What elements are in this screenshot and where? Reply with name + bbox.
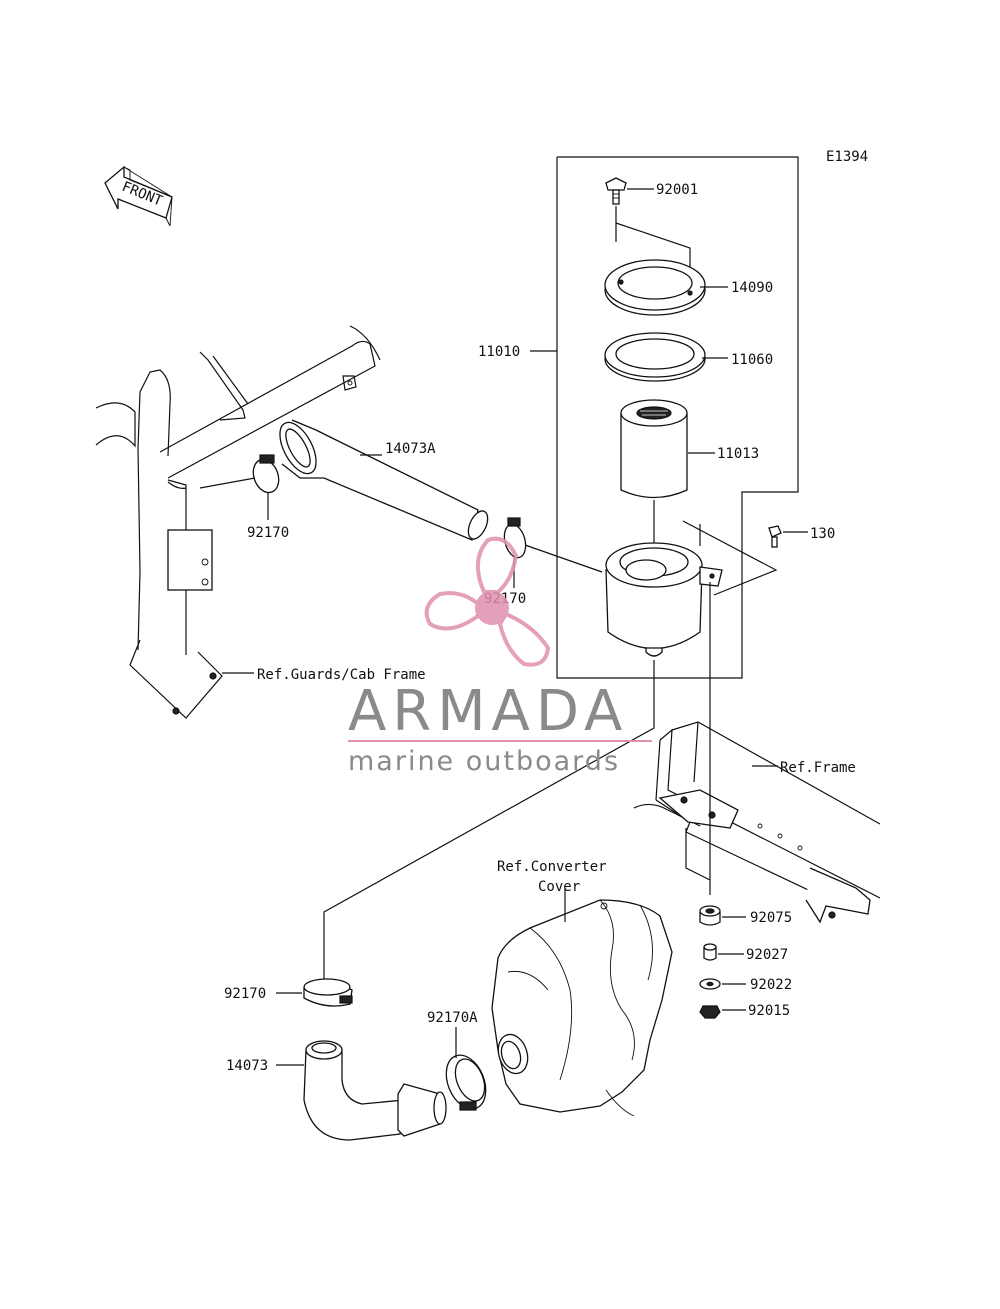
part-11060-label: 11060: [731, 352, 773, 368]
part-92015-label: 92015: [748, 1003, 790, 1019]
part-92170-left-label: 92170: [247, 525, 289, 541]
part-14090-label: 14090: [731, 280, 773, 296]
part-14073A-label: 14073A: [385, 441, 436, 457]
watermark-brand: ARMADA: [348, 679, 628, 744]
clamp-92170-mid: [503, 517, 603, 588]
part-11013-label: 11013: [717, 446, 759, 462]
ref-converter-label-line1: Ref.Converter: [497, 859, 607, 875]
part-14073-label: 14073: [226, 1058, 268, 1074]
part-92170-bottom-label: 92170: [224, 986, 266, 1002]
part-92027-label: 92027: [746, 947, 788, 963]
diagram-code: E1394: [826, 149, 868, 165]
plate-14090: [604, 259, 728, 316]
part-92001-label: 92001: [656, 182, 698, 198]
duct-14073A: [279, 419, 489, 541]
clamp-92170A: [445, 1027, 487, 1111]
ref-converter-label-line2: Cover: [538, 879, 580, 895]
grommet-92075: [699, 905, 746, 926]
ref-frame-label: Ref.Frame: [780, 760, 856, 776]
duct-14073: [276, 1040, 447, 1141]
part-11010-label: 11010: [478, 344, 520, 360]
gasket-11060: [604, 332, 728, 382]
collar-92027: [703, 943, 744, 961]
wing-bolt-92001: [605, 177, 654, 205]
part-130-label: 130: [810, 526, 835, 542]
clamp-92170-left: [199, 454, 280, 520]
air-cleaner-housing: [605, 542, 723, 678]
front-arrow-icon: FRONT: [104, 165, 173, 227]
assembly-outline: [556, 156, 799, 679]
clamp-92170-bottom: [276, 978, 353, 1007]
bolt-130: [768, 525, 808, 548]
nut-92015: [699, 1005, 746, 1019]
part-92170A-label: 92170A: [427, 1010, 478, 1026]
washer-92022: [699, 978, 746, 990]
converter-cover-ref: [491, 888, 673, 1117]
armada-propeller-logo: [424, 536, 551, 667]
filter-element-11013: [620, 399, 715, 499]
frame-ref: [633, 721, 881, 924]
part-92075-label: 92075: [750, 910, 792, 926]
part-92022-label: 92022: [750, 977, 792, 993]
watermark-tagline: marine outboards: [348, 746, 620, 777]
cab-frame-ref: [95, 325, 381, 719]
ref-guards-label: Ref.Guards/Cab Frame: [257, 667, 426, 683]
